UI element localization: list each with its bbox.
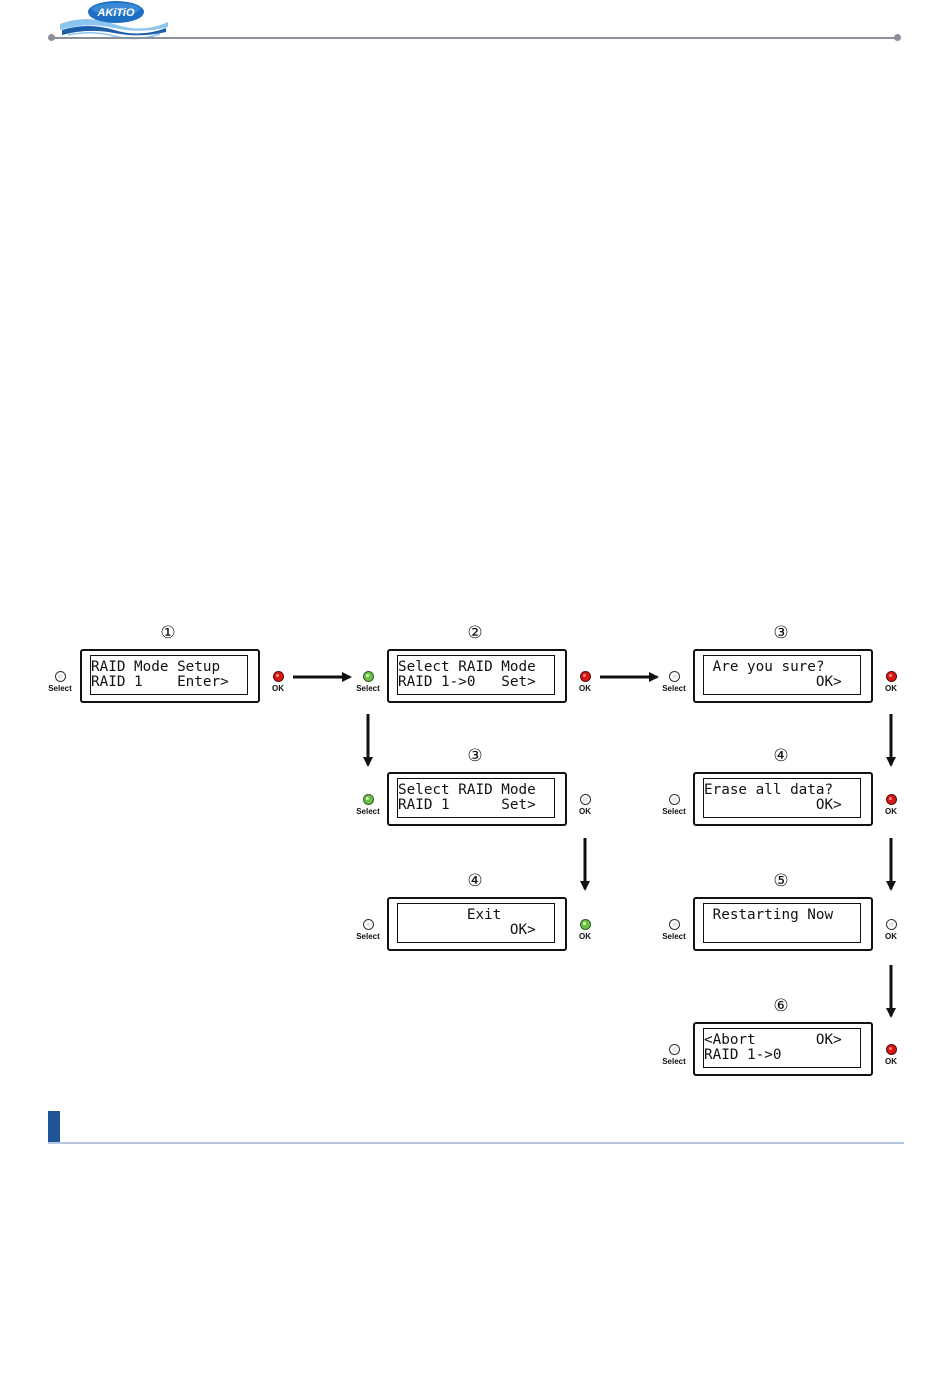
lcd-display: <Abort OK>RAID 1->0	[693, 1022, 873, 1076]
lcd-display: Erase all data? OK>	[693, 772, 873, 826]
ok-button-label: OK	[885, 684, 897, 693]
select-button-label: Select	[662, 684, 686, 693]
lcd-screen: Exit OK>	[397, 903, 555, 943]
lcd-line-1: Exit	[398, 907, 502, 923]
header-rule	[52, 37, 898, 39]
select-button-led[interactable]	[669, 671, 680, 682]
ok-button-label: OK	[272, 684, 284, 693]
step-number: ①	[160, 623, 176, 643]
header-rule-left-dot	[48, 34, 55, 41]
lcd-line-1: Are you sure?	[704, 659, 825, 675]
ok-button-led[interactable]	[886, 919, 897, 930]
ok-button-label: OK	[579, 932, 591, 941]
step-number: ③	[467, 746, 483, 766]
ok-button-led[interactable]	[580, 794, 591, 805]
lcd-screen: Restarting Now	[703, 903, 861, 943]
flow-arrows	[293, 672, 896, 1018]
select-button-led[interactable]	[363, 671, 374, 682]
lcd-line-2: OK>	[398, 922, 536, 938]
lcd-line-2: RAID 1 Set>	[398, 797, 536, 813]
lcd-line-2: RAID 1->0	[704, 1047, 782, 1063]
lcd-display: Restarting Now	[693, 897, 873, 951]
select-button-label: Select	[662, 932, 686, 941]
select-button-led[interactable]	[669, 794, 680, 805]
select-button-label: Select	[356, 684, 380, 693]
select-button-label: Select	[662, 807, 686, 816]
ok-button-led[interactable]	[886, 671, 897, 682]
section-heading-accent	[48, 1111, 60, 1143]
lcd-line-2: RAID 1->0 Set>	[398, 674, 536, 690]
ok-button-led[interactable]	[273, 671, 284, 682]
lcd-line-1: <Abort OK>	[704, 1032, 842, 1048]
ok-button-label: OK	[579, 807, 591, 816]
step-number: ②	[467, 623, 483, 643]
ok-button-label: OK	[885, 807, 897, 816]
logo-wordmark: AKiTiO	[96, 7, 135, 19]
step-number: ⑤	[773, 871, 789, 891]
lcd-screen: Erase all data? OK>	[703, 778, 861, 818]
select-button-led[interactable]	[55, 671, 66, 682]
step-number: ④	[467, 871, 483, 891]
ok-button-led[interactable]	[580, 671, 591, 682]
step-number: ⑥	[773, 996, 789, 1016]
lcd-screen: Are you sure? OK>	[703, 655, 861, 695]
select-button-led[interactable]	[363, 794, 374, 805]
header-rule-right-dot	[894, 34, 901, 41]
ok-button-led[interactable]	[580, 919, 591, 930]
lcd-line-1: Select RAID Mode	[398, 659, 536, 675]
lcd-line-2: OK>	[704, 797, 842, 813]
select-button-led[interactable]	[363, 919, 374, 930]
select-button-label: Select	[662, 1057, 686, 1066]
lcd-line-2: OK>	[704, 674, 842, 690]
ok-button-led[interactable]	[886, 1044, 897, 1055]
select-button-led[interactable]	[669, 1044, 680, 1055]
lcd-line-1: RAID Mode Setup	[91, 659, 221, 675]
select-button-label: Select	[48, 684, 72, 693]
ok-button-label: OK	[885, 1057, 897, 1066]
ok-button-label: OK	[579, 684, 591, 693]
select-button-label: Select	[356, 932, 380, 941]
lcd-line-2: RAID 1 Enter>	[91, 674, 229, 690]
lcd-screen: <Abort OK>RAID 1->0	[703, 1028, 861, 1068]
step-number: ④	[773, 746, 789, 766]
select-button-label: Select	[356, 807, 380, 816]
lcd-line-1: Select RAID Mode	[398, 782, 536, 798]
akitio-logo: AKiTiO	[58, 0, 170, 40]
lcd-display: Exit OK>	[387, 897, 567, 951]
step-number: ③	[773, 623, 789, 643]
select-button-led[interactable]	[669, 919, 680, 930]
section-heading-rule	[48, 1142, 904, 1144]
ok-button-led[interactable]	[886, 794, 897, 805]
ok-button-label: OK	[885, 932, 897, 941]
lcd-line-1: Restarting Now	[704, 907, 834, 923]
lcd-display: Are you sure? OK>	[693, 649, 873, 703]
lcd-line-1: Erase all data?	[704, 782, 834, 798]
